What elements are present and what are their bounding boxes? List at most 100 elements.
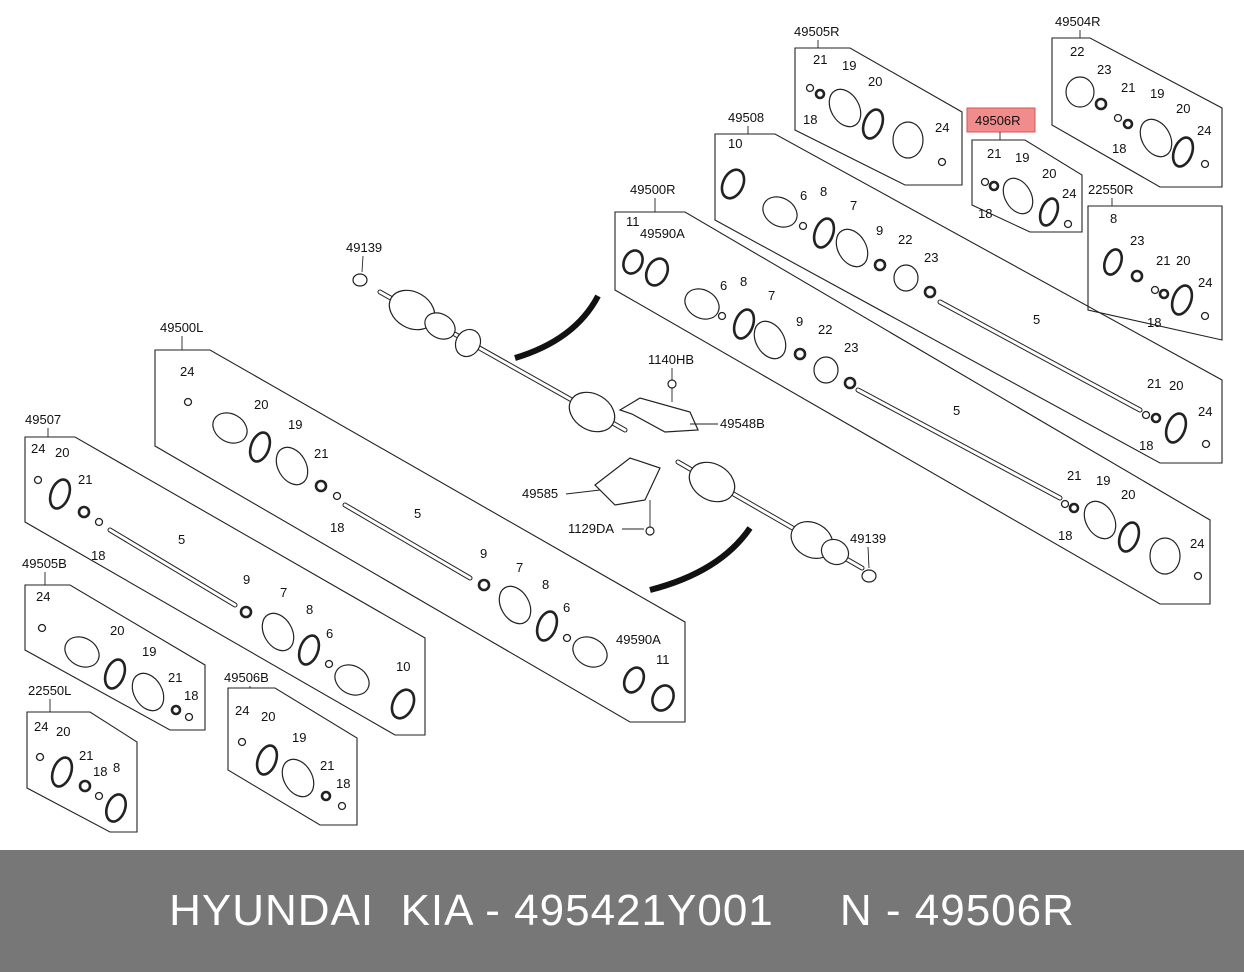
callout: 20 bbox=[55, 445, 69, 460]
frame-49507 bbox=[24, 436, 426, 736]
cv-joint-upper-outer bbox=[568, 391, 616, 433]
frame-49508 bbox=[714, 133, 1223, 464]
frame-49500L bbox=[154, 349, 686, 723]
part-label-49139-upper: 49139 bbox=[346, 240, 382, 255]
callout: 18 bbox=[91, 548, 105, 563]
callout: 18 bbox=[1112, 141, 1126, 156]
nut-49139-lower bbox=[861, 569, 877, 583]
group-label-49507: 49507 bbox=[25, 412, 61, 427]
callout: 24 bbox=[1190, 536, 1204, 551]
callout: 22 bbox=[898, 232, 912, 247]
callout: 24 bbox=[34, 719, 48, 734]
callout: 23 bbox=[844, 340, 858, 355]
part-label-49585: 49585 bbox=[522, 486, 558, 501]
callout: 8 bbox=[740, 274, 747, 289]
callout: 20 bbox=[110, 623, 124, 638]
callout: 18 bbox=[1147, 315, 1161, 330]
callout: 18 bbox=[1139, 438, 1153, 453]
group-label-49506R: 49506R bbox=[975, 113, 1021, 128]
group-label-49504R: 49504R bbox=[1055, 14, 1101, 29]
bracket-49548B bbox=[618, 397, 699, 433]
frame-49506R bbox=[971, 139, 1083, 233]
callout: 19 bbox=[842, 58, 856, 73]
callout: 5 bbox=[178, 532, 185, 547]
callout: 20 bbox=[1121, 487, 1135, 502]
frame-22550L bbox=[26, 711, 138, 833]
callout: 21 bbox=[320, 758, 334, 773]
callout: 10 bbox=[728, 136, 742, 151]
callout: 20 bbox=[868, 74, 882, 89]
callout: 6 bbox=[563, 600, 570, 615]
callout: 24 bbox=[1198, 404, 1212, 419]
group-label-49505B: 49505B bbox=[22, 556, 67, 571]
callout: 8 bbox=[306, 602, 313, 617]
callout: 22 bbox=[1070, 44, 1084, 59]
callout: 19 bbox=[1015, 150, 1029, 165]
highlight-box-49506R bbox=[966, 107, 1036, 133]
callout: 22 bbox=[818, 322, 832, 337]
callout: 19 bbox=[1096, 473, 1110, 488]
callout: 23 bbox=[1097, 62, 1111, 77]
group-label-49500R: 49500R bbox=[630, 182, 676, 197]
callout: 18 bbox=[978, 206, 992, 221]
callout: 23 bbox=[1130, 233, 1144, 248]
callout: 7 bbox=[280, 585, 287, 600]
callout: 8 bbox=[113, 760, 120, 775]
callout: 21 bbox=[1121, 80, 1135, 95]
callout: 20 bbox=[1176, 253, 1190, 268]
callout: 19 bbox=[142, 644, 156, 659]
frame-49500R bbox=[614, 211, 1211, 605]
callout: 21 bbox=[1147, 376, 1161, 391]
nut-49139-upper bbox=[352, 273, 368, 287]
direction-arc-upper bbox=[514, 294, 601, 361]
callout: 11 bbox=[626, 214, 640, 229]
callout: 19 bbox=[1150, 86, 1164, 101]
callout: 20 bbox=[1042, 166, 1056, 181]
callout: 7 bbox=[516, 560, 523, 575]
callout: 9 bbox=[796, 314, 803, 329]
callout: 24 bbox=[1062, 186, 1076, 201]
callout: 18 bbox=[803, 112, 817, 127]
callout: 5 bbox=[953, 403, 960, 418]
frame-49505B bbox=[24, 584, 206, 731]
callout: 18 bbox=[336, 776, 350, 791]
cv-joint-lower-outer bbox=[820, 538, 850, 566]
group-label-22550R: 22550R bbox=[1088, 182, 1134, 197]
group-label-49500L: 49500L bbox=[160, 320, 203, 335]
part-label-1140HB: 1140HB bbox=[648, 352, 694, 367]
part-label-49139-lower: 49139 bbox=[850, 531, 886, 546]
callout: 20 bbox=[56, 724, 70, 739]
callout: 8 bbox=[820, 184, 827, 199]
callout: 49590A bbox=[616, 632, 661, 647]
callout: 5 bbox=[414, 506, 421, 521]
callout: 9 bbox=[480, 546, 487, 561]
callout: 18 bbox=[184, 688, 198, 703]
callout: 49590A bbox=[640, 226, 685, 241]
callout: 24 bbox=[31, 441, 45, 456]
callout: 18 bbox=[330, 520, 344, 535]
callout: 24 bbox=[235, 703, 249, 718]
callout: 9 bbox=[876, 223, 883, 238]
group-label-49506B: 49506B bbox=[224, 670, 269, 685]
callout: 24 bbox=[1197, 123, 1211, 138]
callout: 19 bbox=[292, 730, 306, 745]
callout: 19 bbox=[288, 417, 302, 432]
parts-diagram: 49505R 49504R 49508 49506R 22550R 49500R… bbox=[22, 14, 1223, 833]
callout: 21 bbox=[168, 670, 182, 685]
callout: 21 bbox=[1067, 468, 1081, 483]
callout: 6 bbox=[720, 278, 727, 293]
callout: 21 bbox=[1156, 253, 1170, 268]
bolt-1129DA bbox=[645, 526, 655, 536]
callout: 20 bbox=[1169, 378, 1183, 393]
footer-bar: HYUNDAI KIA - 495421Y001 N - 49506R bbox=[0, 850, 1244, 972]
callout: 6 bbox=[800, 188, 807, 203]
callout: 10 bbox=[396, 659, 410, 674]
group-label-49508: 49508 bbox=[728, 110, 764, 125]
boot-upper bbox=[424, 312, 456, 340]
frame-49504R bbox=[1051, 37, 1223, 188]
callout: 20 bbox=[261, 709, 275, 724]
callout: 5 bbox=[1033, 312, 1040, 327]
frame-49506B bbox=[227, 687, 358, 826]
callout: 24 bbox=[935, 120, 949, 135]
callout: 21 bbox=[78, 472, 92, 487]
